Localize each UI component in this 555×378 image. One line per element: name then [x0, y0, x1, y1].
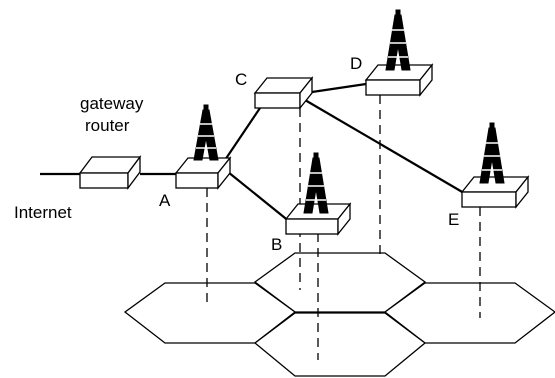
- gateway-router-icon: [78, 155, 142, 190]
- internet-label: Internet: [14, 203, 72, 222]
- router-box-icon-e: [460, 175, 530, 209]
- link-a-b: [227, 171, 291, 223]
- cell-hexagon-left: [123, 282, 297, 344]
- radio-tower-icon-d: [385, 9, 411, 71]
- link-c-d: [311, 82, 367, 94]
- node-b-label: B: [271, 235, 282, 254]
- cell-grid: [123, 252, 555, 377]
- gateway-label-line1: gateway: [80, 94, 144, 113]
- router-box-icon-a: [174, 156, 232, 190]
- network-links: [40, 82, 465, 223]
- link-c-e: [304, 99, 465, 194]
- radio-tower-icon-a: [193, 104, 219, 161]
- node-e-label: E: [448, 210, 459, 229]
- node-a-label: A: [159, 191, 171, 210]
- router-box-icon-d: [364, 63, 434, 97]
- node-d-label: D: [350, 54, 362, 73]
- coverage-drop-lines: [206, 95, 481, 360]
- radio-tower-icon-b: [303, 152, 329, 214]
- radio-tower-icon-e: [479, 122, 505, 184]
- link-a-c: [224, 107, 261, 161]
- router-box-icon-b: [284, 202, 352, 236]
- gateway-label-line2: router: [85, 116, 130, 135]
- router-box-icon-c: [253, 76, 314, 110]
- node-c-label: C: [235, 70, 247, 89]
- cell-hexagon-bottom: [253, 312, 427, 377]
